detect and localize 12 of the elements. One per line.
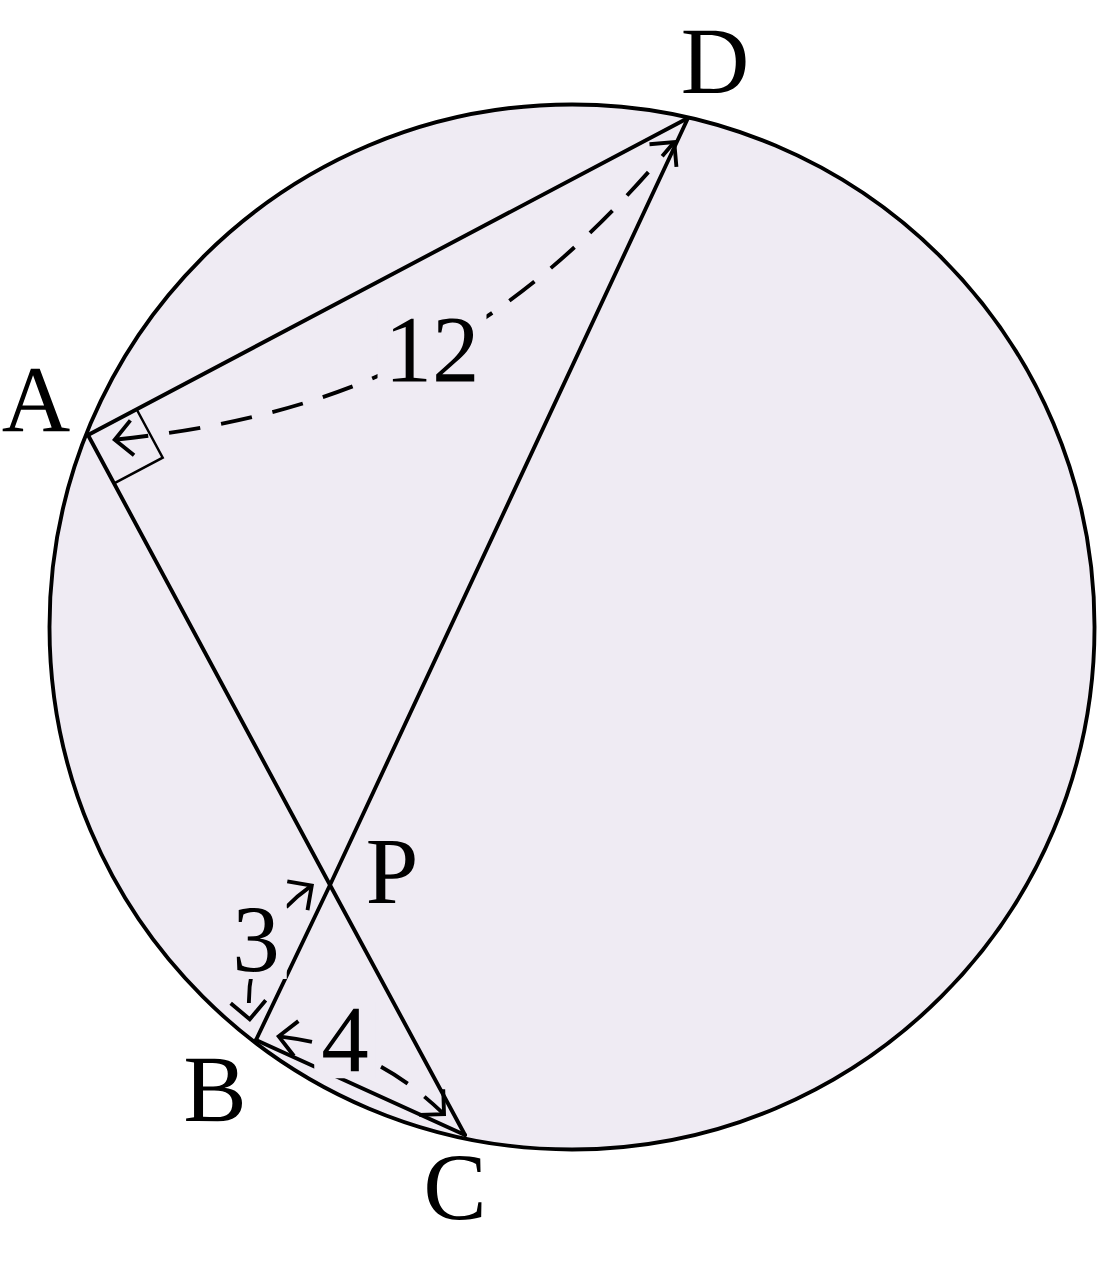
- line-segment: [254, 1038, 467, 1137]
- point-label: P: [368, 840, 415, 904]
- measure-label: 4: [314, 1001, 376, 1079]
- line-segment: [254, 883, 332, 1042]
- point-label: A: [2, 368, 70, 432]
- point-label: B: [186, 1058, 242, 1122]
- point-label: D: [683, 30, 746, 94]
- measure-label: 12: [377, 311, 487, 389]
- measure-label: 3: [225, 901, 287, 979]
- point-label: C: [427, 1156, 482, 1220]
- line-segment: [328, 116, 690, 887]
- line-segment: [86, 433, 332, 887]
